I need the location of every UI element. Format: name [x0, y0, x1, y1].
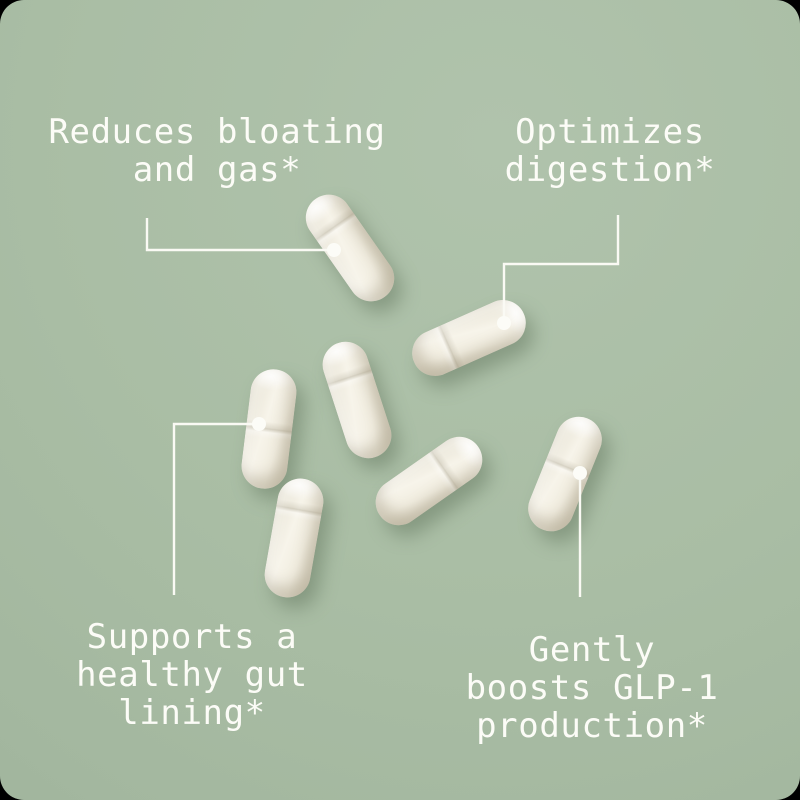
label-boosts-glp1: Gently boosts GLP-1 production*: [466, 631, 719, 745]
label-text-line: Gently: [528, 630, 656, 670]
label-supports-gut-lining: Supports a healthy gut lining*: [76, 618, 308, 732]
callout-dot-optimizes-digestion: [497, 316, 511, 330]
label-text-line: healthy gut: [76, 655, 308, 695]
callout-dot-boosts-glp1: [573, 466, 587, 480]
callout-line-supports-gut-lining: [172, 422, 259, 595]
label-optimizes-digestion: Optimizes digestion*: [505, 113, 716, 189]
label-reduces-bloating: Reduces bloating and gas*: [48, 113, 385, 189]
callout-dot-reduces-bloating: [327, 243, 341, 257]
label-text-line: Reduces bloating: [48, 112, 386, 152]
label-text-line: and gas*: [132, 150, 302, 190]
callout-line-optimizes-digestion: [502, 215, 620, 322]
label-text-line: digestion*: [504, 150, 716, 190]
label-text-line: production*: [476, 706, 708, 746]
label-text-line: boosts GLP-1: [465, 668, 719, 708]
callout-dot-supports-gut-lining: [252, 417, 266, 431]
label-text-line: Supports a: [86, 617, 298, 657]
label-text-line: Optimizes: [515, 112, 705, 152]
callout-line-reduces-bloating: [145, 218, 333, 252]
label-text-line: lining*: [118, 693, 266, 733]
